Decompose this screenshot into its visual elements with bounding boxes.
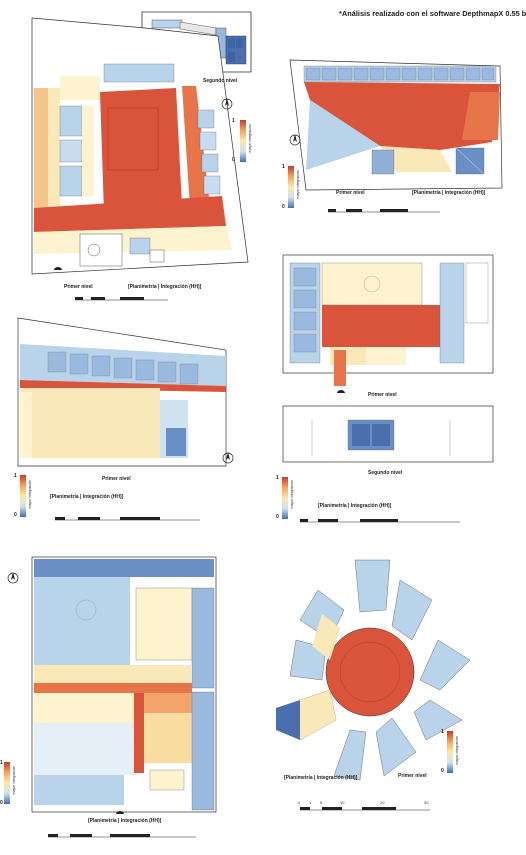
legend-plan-b — [288, 166, 294, 208]
plan-a-scale-bar — [75, 297, 168, 301]
legend-plan-c — [282, 477, 288, 519]
legend-plan-f — [447, 731, 453, 773]
plan-d — [17, 317, 227, 467]
scale-tick-30: 30 — [424, 800, 429, 805]
entrance-icon — [54, 267, 345, 814]
legend-b-min: 0 — [282, 204, 285, 210]
plan-e-planimetria-label: [Planimetría | Integración (HH)] — [88, 818, 162, 824]
plan-d-north-arrow-icon — [222, 452, 234, 464]
scale-tick-10: 10 — [340, 800, 345, 805]
plan-d-first-level-label: Primer nivel — [102, 476, 131, 482]
plan-a-second-level-label: Segundo nivel — [203, 78, 238, 84]
legend-gradient — [447, 731, 453, 773]
legend-b-max: 1 — [282, 164, 285, 170]
plan-a-first-level — [31, 17, 249, 275]
legend-c-max: 1 — [276, 475, 279, 481]
legend-c-caption: mayor integración — [290, 480, 294, 509]
legend-e-caption: mayor integración — [12, 766, 16, 795]
legend-a-max: 1 — [232, 118, 235, 124]
legend-b-caption: mayor integración — [296, 170, 300, 199]
plans-canvas — [7, 11, 503, 838]
plan-c-second-level-label: Segundo nivel — [368, 470, 403, 476]
plan-b-planimetria-label: [Planimetría | Integración (HH)] — [412, 190, 486, 196]
legend-a-caption: mayor integración — [248, 124, 252, 153]
plan-f — [276, 559, 471, 781]
legend-gradient — [240, 120, 246, 162]
header-note: *Análisis realizado con el software Dept… — [339, 9, 526, 18]
legend-plan-d — [20, 475, 26, 517]
plan-c-first-level — [282, 254, 494, 386]
plan-c-planimetria-label: [Planimetría | Integración (HH)] — [318, 503, 392, 509]
plan-e — [31, 556, 217, 813]
legend-gradient — [4, 762, 10, 804]
plan-e-north-arrow-icon — [7, 572, 19, 584]
plan-f-first-level-label: Primer nivel — [398, 773, 427, 779]
legend-gradient — [20, 475, 26, 517]
legend-d-min: 0 — [14, 512, 17, 518]
plan-a-north-arrow-icon — [221, 98, 233, 110]
legend-d-max: 1 — [14, 473, 17, 479]
plan-a-first-level-label: Primer nivel — [64, 284, 93, 290]
legend-f-caption: mayor integración — [455, 736, 459, 765]
legend-a-min: 0 — [232, 157, 235, 163]
plan-d-scale-bar — [55, 517, 200, 521]
legend-f-max: 1 — [441, 729, 444, 735]
plan-b-first-level-label: Primer nivel — [336, 190, 365, 196]
legend-gradient — [288, 166, 294, 208]
plan-f-scale-bar — [300, 807, 430, 811]
plan-b-scale-bar — [328, 209, 440, 213]
legend-plan-e — [4, 762, 10, 804]
legend-c-min: 0 — [276, 514, 279, 520]
legend-gradient — [282, 477, 288, 519]
plan-c-first-level-label: Primer nivel — [368, 392, 397, 398]
plan-c-scale-bar — [300, 519, 460, 523]
legend-d-caption: mayor integración — [28, 480, 32, 509]
plan-e-scale-bar — [48, 834, 196, 838]
legend-f-min: 0 — [441, 768, 444, 774]
scale-tick-0: 0 — [298, 800, 301, 805]
plan-f-planimetria-label: [Planimetría | Integración (HH)] — [284, 775, 358, 781]
plan-d-planimetria-label: [Planimetría | Integración (HH)] — [50, 494, 124, 500]
plan-a-planimetria-label: [Planimetría | Integración (HH)] — [128, 284, 202, 290]
plan-b-north-arrow-icon — [289, 134, 301, 146]
plan-b — [289, 59, 503, 191]
legend-plan-a — [240, 120, 246, 162]
scale-tick-1: 1 — [309, 800, 312, 805]
legend-e-max: 1 — [0, 760, 3, 766]
scale-tick-5: 5 — [320, 800, 323, 805]
legend-e-min: 0 — [0, 800, 3, 806]
plan-c-second-level — [282, 405, 494, 463]
scale-tick-20: 20 — [380, 800, 385, 805]
